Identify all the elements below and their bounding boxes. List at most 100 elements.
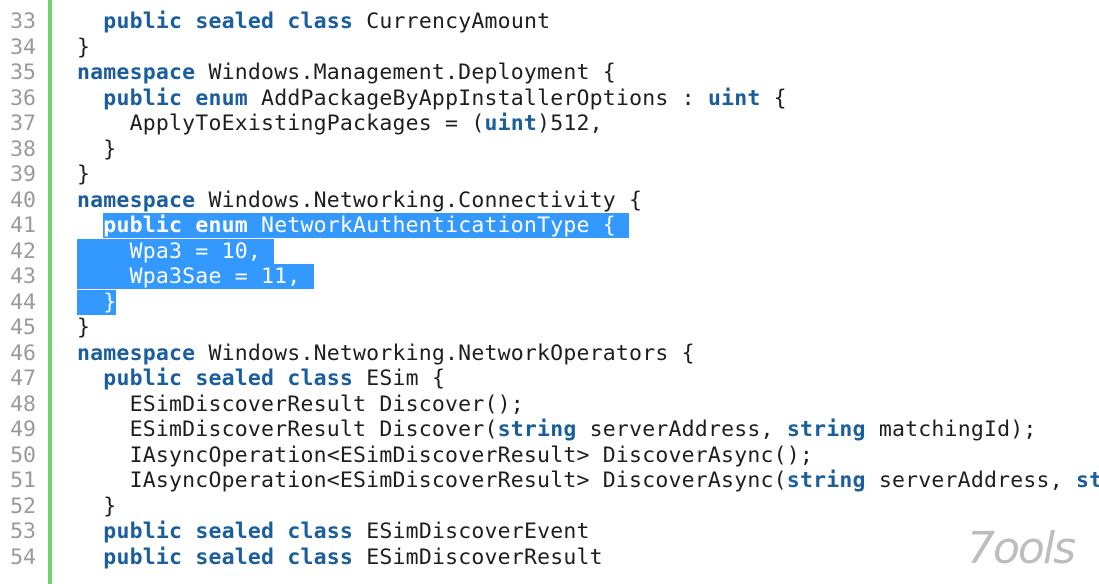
selection-highlight: Wpa3 = 10, (77, 238, 275, 264)
code-token: matchingId); (865, 417, 1037, 442)
code-text: namespace Windows.Networking.Connectivit… (77, 188, 642, 214)
code-token: Windows.Networking.NetworkOperators { (195, 340, 695, 366)
code-token (274, 366, 287, 391)
line-number: 48 (10, 391, 36, 417)
code-token: CurrencyAmount (353, 9, 551, 34)
code-line[interactable]: 36 public enum AddPackageByAppInstallerO… (0, 86, 1099, 112)
line-number: 38 (10, 136, 36, 162)
code-text: namespace Windows.Management.Deployment … (77, 60, 616, 86)
keyword-token: namespace (77, 60, 196, 85)
line-number: 50 (10, 442, 36, 468)
code-line[interactable]: 46 namespace Windows.Networking.NetworkOp… (0, 341, 1099, 367)
code-text: public enum AddPackageByAppInstallerOpti… (77, 86, 787, 112)
line-number: 35 (10, 60, 36, 85)
code-text: Wpa3Sae = 11, (77, 264, 314, 290)
keyword-token: class (287, 366, 354, 391)
keyword-token: namespace (77, 187, 196, 213)
code-line[interactable]: 38 } (0, 137, 1099, 163)
code-line[interactable]: 50 IAsyncOperation<ESimDiscoverResult> D… (0, 443, 1099, 469)
code-token (182, 213, 195, 238)
code-token: IAsyncOperation<ESimDiscoverResult> Disc… (129, 442, 814, 468)
code-text: } (77, 315, 90, 341)
code-token: Wpa3Sae = 11, (129, 264, 314, 289)
code-token (182, 86, 195, 111)
code-text: ApplyToExistingPackages = (uint)512, (77, 111, 603, 137)
code-token: } (77, 34, 91, 60)
code-token: ApplyToExistingPackages = ( (129, 111, 485, 136)
keyword-token: st (1075, 468, 1099, 493)
keyword-token: sealed (195, 366, 275, 391)
code-text: public enum NetworkAuthenticationType { (77, 213, 630, 239)
line-number: 49 (10, 417, 36, 442)
code-text: } (77, 494, 116, 520)
code-token (274, 545, 287, 570)
code-token: ESimDiscoverResult Discover( (129, 417, 498, 442)
code-token: } (103, 289, 117, 315)
keyword-token: public (103, 519, 183, 544)
keyword-token: class (287, 9, 354, 34)
code-text: } (77, 35, 90, 61)
line-number: 40 (10, 187, 36, 213)
code-text: public sealed class CurrencyAmount (77, 9, 550, 35)
code-text: IAsyncOperation<ESimDiscoverResult> Disc… (77, 443, 813, 469)
line-number: 46 (10, 340, 36, 366)
code-token: NetworkAuthenticationType { (247, 213, 630, 238)
keyword-token: enum (195, 85, 248, 111)
selection-highlight: Wpa3Sae = 11, (77, 264, 314, 289)
line-number: 36 (10, 85, 36, 111)
keyword-token: class (287, 519, 354, 544)
line-number: 53 (10, 519, 36, 544)
code-line[interactable]: 43 Wpa3Sae = 11, (0, 264, 1099, 290)
code-line[interactable]: 40 namespace Windows.Networking.Connectiv… (0, 188, 1099, 214)
code-token: Windows.Management.Deployment { (195, 60, 616, 85)
code-token (274, 519, 287, 544)
keyword-token: uint (484, 111, 538, 136)
code-line[interactable]: 54 public sealed class ESimDiscoverResul… (0, 545, 1099, 571)
keyword-token: public (103, 544, 183, 570)
code-line[interactable]: 33 public sealed class CurrencyAmount (0, 9, 1099, 35)
keyword-token: enum (195, 213, 248, 238)
keyword-token: namespace (77, 340, 196, 366)
keyword-token: public (103, 85, 183, 111)
code-token: serverAddress, (865, 468, 1076, 493)
code-token: serverAddress, (576, 417, 787, 442)
code-text: public sealed class ESim { (77, 366, 445, 392)
change-indicator-bar (48, 0, 52, 584)
code-line[interactable]: 35 namespace Windows.Management.Deploymen… (0, 60, 1099, 86)
line-number: 51 (10, 468, 36, 493)
line-number: 33 (10, 9, 36, 34)
code-text: Wpa3 = 10, (77, 238, 275, 265)
code-line[interactable]: 41 public enum NetworkAuthenticationType… (0, 213, 1099, 239)
selection-highlight: } (77, 289, 117, 315)
code-line[interactable]: 47 public sealed class ESim { (0, 366, 1099, 392)
watermark-logo: 7ools (967, 523, 1076, 574)
code-line[interactable]: 45} (0, 315, 1099, 341)
keyword-token: public (103, 366, 183, 391)
code-token (182, 519, 195, 544)
code-line[interactable]: 34} (0, 35, 1099, 61)
code-line[interactable]: 42 Wpa3 = 10, (0, 238, 1099, 265)
keyword-token: sealed (195, 519, 275, 544)
code-line[interactable]: 37 ApplyToExistingPackages = (uint)512, (0, 111, 1099, 137)
code-token (182, 366, 195, 391)
keyword-token: class (287, 544, 354, 570)
code-line[interactable]: 52 } (0, 494, 1099, 520)
code-line[interactable]: 39} (0, 162, 1099, 188)
code-token (182, 545, 195, 570)
code-line[interactable]: 49 ESimDiscoverResult Discover(string se… (0, 417, 1099, 443)
line-number: 42 (10, 238, 36, 264)
code-token: ESimDiscoverResult Discover(); (129, 391, 524, 417)
line-number: 44 (10, 289, 36, 315)
code-line[interactable]: 44 } (0, 289, 1099, 316)
code-line[interactable]: 48 ESimDiscoverResult Discover(); (0, 392, 1099, 418)
code-token (274, 9, 287, 34)
keyword-token: string (786, 468, 866, 493)
code-text: IAsyncOperation<ESimDiscoverResult> Disc… (77, 468, 1099, 494)
code-line[interactable]: 53 public sealed class ESimDiscoverEvent (0, 519, 1099, 545)
code-token: ESimDiscoverEvent (353, 519, 590, 544)
code-text: public sealed class ESimDiscoverResult (77, 545, 603, 571)
keyword-token: public (103, 213, 183, 238)
keyword-token: sealed (195, 9, 275, 34)
code-line[interactable]: 51 IAsyncOperation<ESimDiscoverResult> D… (0, 468, 1099, 494)
